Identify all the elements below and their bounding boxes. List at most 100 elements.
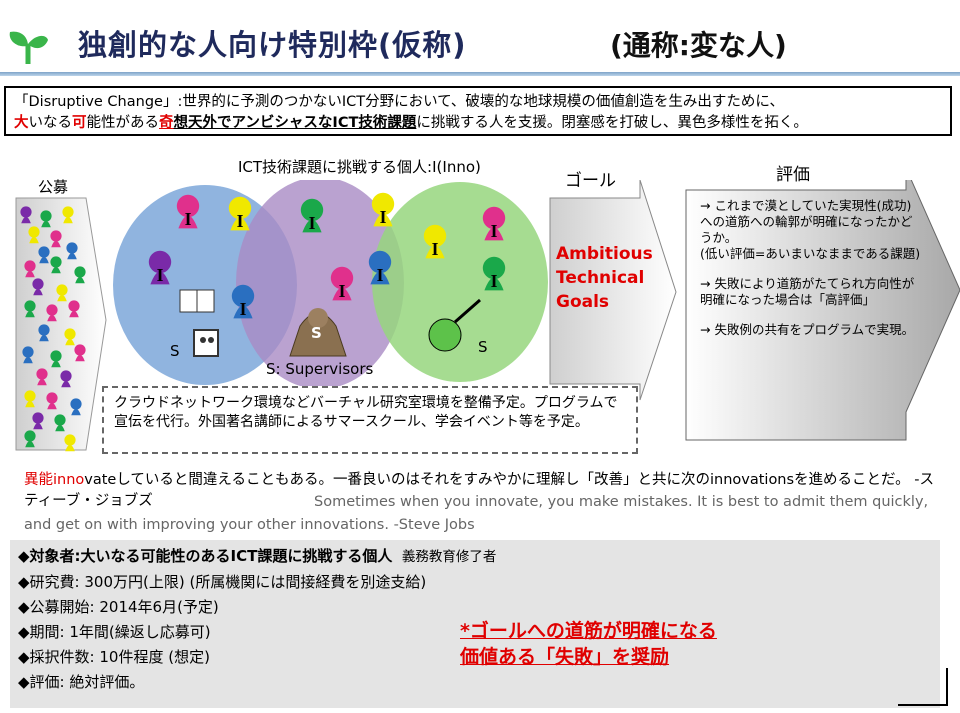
individuals-title: ICT技術課題に挑戦する個人:I(Inno) bbox=[238, 158, 481, 176]
person-pin-icon: I bbox=[228, 196, 252, 231]
person-pin-icon bbox=[54, 414, 66, 432]
diagram-canvas: I I I I I I I I I I I bbox=[15, 180, 960, 452]
svg-text:I: I bbox=[237, 211, 244, 231]
applicant-arrow bbox=[15, 197, 107, 451]
person-pin-icon bbox=[36, 368, 48, 386]
globe-rocket-icon bbox=[428, 298, 481, 352]
ellipse-middle bbox=[236, 180, 404, 389]
supervisors-label: S: Supervisors bbox=[266, 360, 374, 378]
sprout-logo-icon bbox=[9, 31, 48, 64]
failure-note: *ゴールへの道筋が明確になる 価値ある「失敗」を奨励 bbox=[460, 618, 717, 670]
person-pin-icon bbox=[46, 304, 58, 322]
s-label-middle: S bbox=[311, 324, 322, 342]
ellipse-right bbox=[372, 182, 548, 382]
person-pin-icon: I bbox=[231, 284, 255, 319]
person-pin-icon bbox=[74, 344, 86, 362]
eval-item-3: → 失敗により道筋がたてられ方向性が明確になった場合は「高評価」 bbox=[700, 276, 915, 307]
intro-p3: 能性がある bbox=[86, 115, 160, 131]
person-pin-icon bbox=[70, 398, 82, 416]
svg-text:I: I bbox=[380, 207, 387, 227]
page-title: 独創的な人向け特別枠(仮称) bbox=[78, 28, 467, 62]
robot-icon bbox=[193, 329, 219, 357]
svg-text:I: I bbox=[309, 213, 316, 233]
intro-ka: 可 bbox=[72, 115, 87, 131]
person-pin-icon bbox=[74, 266, 86, 284]
goal-text: Ambitious Technical Goals bbox=[556, 242, 653, 314]
header-rule bbox=[0, 72, 960, 76]
eval-list: → これまで漠としていた実現性(成功)への道筋への輪郭が明確になったかどうか。 … bbox=[700, 198, 922, 338]
person-pin-icon bbox=[64, 328, 76, 346]
buddha-statue-icon bbox=[289, 308, 347, 357]
criteria-item: ◆採択件数: 10件程度 (想定) bbox=[18, 648, 210, 666]
person-pin-icon bbox=[38, 246, 50, 264]
person-pin-icon bbox=[24, 260, 36, 278]
intro-p2: いなる bbox=[28, 115, 73, 131]
quote-red-1: 異能 bbox=[24, 472, 53, 488]
person-pin-icon bbox=[32, 278, 44, 296]
person-pin-icon: I bbox=[176, 194, 200, 229]
person-pin-icon: I bbox=[330, 266, 354, 301]
person-pin-icon bbox=[50, 256, 62, 274]
s-label-right: S bbox=[478, 338, 488, 356]
criteria-item: ◆研究費: 300万円(上限) (所属機関には間接経費を別途支給) bbox=[18, 573, 427, 591]
koubo-label: 公募 bbox=[38, 178, 69, 196]
person-pin-icon bbox=[56, 284, 68, 302]
person-pin-icon bbox=[20, 206, 32, 224]
person-pin-icon: I bbox=[300, 198, 324, 233]
person-pin-icon bbox=[24, 430, 36, 448]
svg-text:I: I bbox=[432, 239, 439, 259]
goal-text-1: Ambitious bbox=[556, 244, 653, 264]
s-label-left: S bbox=[170, 342, 180, 360]
criteria-item: ◆公募開始: 2014年6月(予定) bbox=[18, 598, 219, 616]
book-icon bbox=[179, 289, 215, 313]
criteria-list: ◆対象者:大いなる可能性のあるICT課題に挑戦する個人 義務教育修了者 ◆研究費… bbox=[18, 544, 496, 695]
person-pin-icon bbox=[38, 324, 50, 342]
eval-item-2: (低い評価=あいまいなままである課題) bbox=[700, 246, 921, 261]
goal-text-2: Technical bbox=[556, 268, 645, 288]
intro-ki: 奇 bbox=[159, 115, 174, 131]
person-pin-icon bbox=[40, 210, 52, 228]
eval-arrow bbox=[685, 180, 960, 441]
eval-item-4: → 失敗例の共有をプログラムで実現。 bbox=[700, 322, 915, 337]
criteria-item: ◆評価: 絶対評価。 bbox=[18, 673, 145, 691]
note-line1: *ゴールへの道筋が明確になる bbox=[460, 620, 717, 642]
criteria-panel bbox=[10, 540, 940, 708]
person-pin-icon bbox=[50, 230, 62, 248]
criteria-item: ◆対象者:大いなる可能性のあるICT課題に挑戦する個人 義務教育修了者 bbox=[18, 547, 497, 565]
note-line2: 価値ある「失敗」を奨励 bbox=[460, 646, 670, 668]
person-pin-icon bbox=[62, 206, 74, 224]
eval-label: 評価 bbox=[776, 165, 810, 185]
person-pin-icon bbox=[66, 242, 78, 260]
person-pin-icon: I bbox=[482, 256, 506, 291]
person-pin-icon: I bbox=[482, 206, 506, 241]
person-pin-icon bbox=[50, 350, 62, 368]
intro-line1: 「Disruptive Change」:世界的に予測のつかないICT分野において… bbox=[14, 94, 784, 110]
intro-bold: 想天外でアンビシャスなICT技術課題 bbox=[173, 115, 417, 131]
svg-text:I: I bbox=[185, 209, 192, 229]
person-pin-icon: I bbox=[148, 250, 172, 285]
intro-box: 「Disruptive Change」:世界的に予測のつかないICT分野において… bbox=[4, 86, 952, 136]
svg-text:I: I bbox=[377, 265, 384, 285]
person-pin-icon bbox=[22, 346, 34, 364]
svg-text:I: I bbox=[491, 221, 498, 241]
person-pin-icon bbox=[68, 300, 80, 318]
criteria-item: ◆期間: 1年間(繰返し応募可) bbox=[18, 623, 211, 641]
person-pin-icon bbox=[32, 412, 44, 430]
quote-red-2: inno bbox=[53, 472, 85, 488]
svg-text:I: I bbox=[491, 271, 498, 291]
person-pin-icon bbox=[28, 226, 40, 244]
quote-en: Sometimes when you innovate, you make mi… bbox=[24, 494, 929, 533]
person-pin-icon bbox=[24, 300, 36, 318]
eval-item-1: → これまで漠としていた実現性(成功)への道筋への輪郭が明確になったかどうか。 bbox=[700, 198, 913, 245]
goal-label: ゴール bbox=[565, 171, 616, 191]
person-pin-icon bbox=[46, 392, 58, 410]
person-pin-icon: I bbox=[371, 192, 395, 227]
intro-dai: 大 bbox=[14, 115, 29, 131]
quote-jp-rest: vateしていると間違えることもある。一番良いのはそれをすみやかに理解し「改善」… bbox=[24, 472, 934, 509]
quote-jp: 異能innovateしていると間違えることもある。一番良いのはそれをすみやかに理… bbox=[24, 470, 944, 512]
svg-text:I: I bbox=[339, 281, 346, 301]
intro-p4: に挑戦する人を支援。閉塞感を打破し、異色多様性を拓く。 bbox=[416, 115, 808, 131]
goal-text-3: Goals bbox=[556, 292, 610, 312]
svg-text:I: I bbox=[240, 299, 247, 319]
environment-note: クラウドネットワーク環境などバーチャル研究室環境を整備予定。プログラムで宣伝を代… bbox=[102, 386, 638, 454]
